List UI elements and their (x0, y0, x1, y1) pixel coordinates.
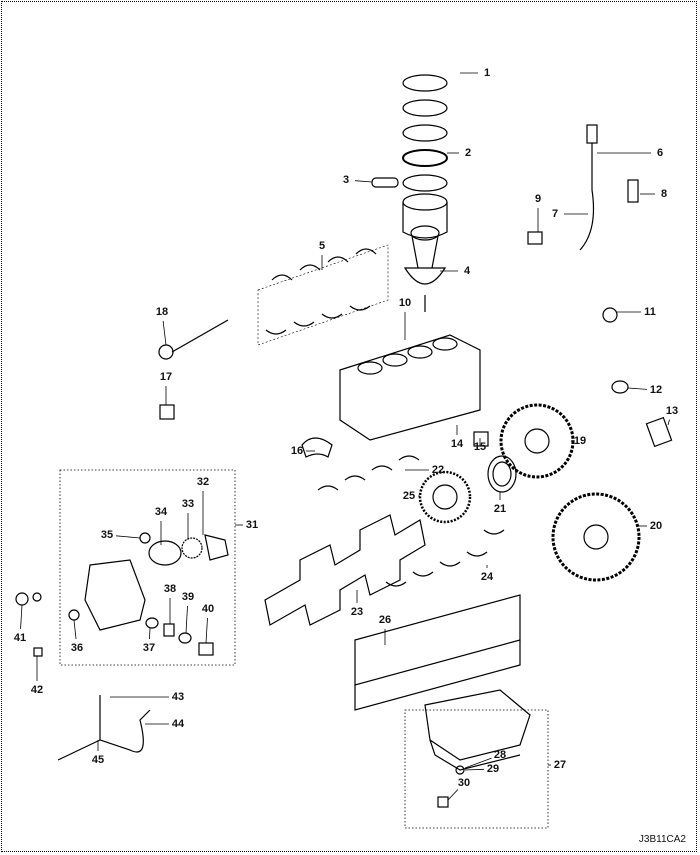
callout-2: 2 (464, 147, 472, 159)
callout-34: 34 (154, 506, 168, 518)
callout-4: 4 (463, 265, 471, 277)
callout-18: 18 (155, 306, 169, 318)
callout-19: 19 (573, 435, 587, 447)
oil-strainer-pipe (57, 695, 151, 761)
callout-7: 7 (551, 208, 559, 220)
callout-30: 30 (457, 777, 471, 789)
main-bearing-caps (354, 594, 521, 711)
leader-line-13 (667, 419, 670, 426)
callout-31: 31 (245, 519, 259, 531)
callout-22: 22 (431, 464, 445, 476)
cylinder-block (339, 334, 481, 441)
leader-line-18 (162, 320, 167, 346)
callout-35: 35 (100, 529, 114, 541)
callout-25: 25 (402, 490, 416, 502)
leader-line-28 (464, 757, 492, 769)
oil-pump-group-box (59, 469, 236, 666)
crankshaft (264, 514, 426, 626)
bearing-shells-upper (257, 244, 389, 346)
callout-41: 41 (13, 632, 27, 644)
callout-28: 28 (493, 749, 507, 761)
callout-12: 12 (649, 384, 663, 396)
callout-37: 37 (142, 642, 156, 654)
callout-1: 1 (483, 67, 491, 79)
callout-3: 3 (342, 174, 350, 186)
oil-pan (424, 689, 531, 808)
callout-45: 45 (91, 754, 105, 766)
piston-rings (402, 74, 448, 192)
main-bearings (317, 455, 505, 587)
callout-23: 23 (350, 606, 364, 618)
oil-dipstick (527, 124, 639, 251)
callout-24: 24 (480, 571, 494, 583)
callout-15: 15 (473, 441, 487, 453)
callout-38: 38 (163, 583, 177, 595)
callout-11: 11 (644, 306, 656, 318)
callout-33: 33 (181, 498, 195, 510)
callout-13: 13 (665, 405, 679, 417)
callout-43: 43 (171, 691, 185, 703)
callout-29: 29 (486, 763, 500, 775)
leader-line-39 (185, 605, 188, 634)
leader-line-12 (627, 387, 648, 390)
callout-16: 16 (290, 445, 304, 457)
callout-10: 10 (398, 297, 412, 309)
callout-26: 26 (378, 614, 392, 626)
leader-line-36 (73, 619, 77, 640)
leader-line-3 (354, 180, 373, 183)
callout-36: 36 (70, 642, 84, 654)
callout-6: 6 (656, 147, 664, 159)
leader-line-30 (447, 789, 459, 801)
leader-line-40 (205, 617, 208, 644)
callout-27: 27 (553, 759, 567, 771)
leader-line-29 (464, 768, 485, 771)
callout-20: 20 (649, 520, 663, 532)
callout-21: 21 (493, 503, 507, 515)
callout-39: 39 (181, 591, 195, 603)
callout-32: 32 (196, 476, 210, 488)
diagram-code: J3B11CA2 (638, 834, 686, 845)
flywheels (418, 403, 641, 582)
connecting-rod (403, 225, 447, 312)
callout-44: 44 (171, 718, 185, 730)
callout-8: 8 (660, 188, 668, 200)
callout-42: 42 (30, 684, 44, 696)
oil-pan-group-box (404, 709, 549, 829)
callout-5: 5 (318, 240, 326, 252)
piston (371, 177, 448, 239)
callout-14: 14 (450, 438, 464, 450)
oil-pump (15, 532, 229, 657)
callout-40: 40 (201, 603, 215, 615)
leader-line-35 (115, 535, 141, 539)
callout-9: 9 (534, 193, 542, 205)
callout-17: 17 (159, 371, 173, 383)
leader-line-37 (149, 627, 151, 640)
small-parts (158, 307, 673, 458)
leader-line-41 (20, 604, 23, 630)
leader-lines (20, 72, 670, 801)
